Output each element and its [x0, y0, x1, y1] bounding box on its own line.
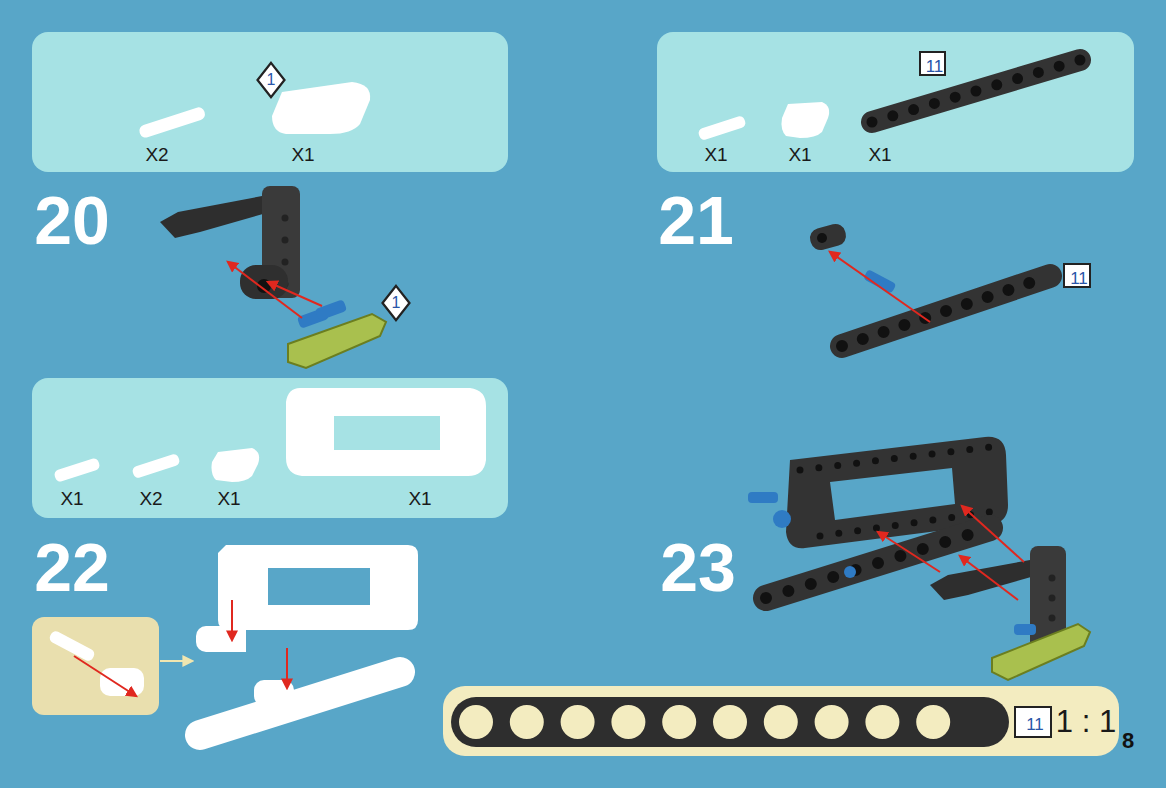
pin-silhouette: [131, 453, 180, 479]
holes: [1049, 578, 1056, 640]
step-21-model: [808, 222, 1050, 346]
quantity: X1: [868, 145, 891, 164]
beam-holes: [842, 276, 1050, 346]
connector: [240, 265, 288, 299]
blue-pin: [1014, 624, 1036, 635]
connector: [808, 222, 848, 253]
green-panel: [992, 624, 1090, 680]
assembly-arrow: [962, 506, 1024, 562]
frame-holes: [800, 447, 990, 470]
callout-number: 11: [1070, 269, 1088, 286]
frame-silhouette: [218, 545, 418, 630]
connector-silhouette: [224, 630, 246, 652]
quantity: X1: [291, 145, 314, 164]
blue-pin-end: [773, 510, 791, 528]
beam-11: [872, 60, 1080, 122]
frame-silhouette: [286, 388, 486, 476]
callout-number: 11: [1026, 716, 1044, 733]
callout-number: 11: [926, 57, 944, 74]
quantity: X1: [217, 489, 240, 508]
step-20-model: [160, 186, 386, 368]
parts-silhouettes: [32, 32, 508, 172]
parts-panel: X1 X2 X1 X1: [32, 378, 508, 518]
quantity: X2: [139, 489, 162, 508]
assembly-arrow: [878, 532, 940, 572]
blue-pin: [844, 566, 856, 578]
inset-pointer: [160, 660, 192, 662]
assembly-arrow: [74, 656, 136, 696]
pin-silhouette: [138, 106, 207, 139]
panel-silhouette: [272, 82, 370, 134]
quantity: X1: [788, 145, 811, 164]
scale-band: 1 : 1 11: [443, 686, 1119, 756]
callout-number: 1: [267, 72, 276, 88]
length-box: 11: [919, 51, 946, 76]
assembly-arrow: [286, 648, 288, 688]
beam-11: [842, 276, 1050, 346]
connector-silhouette: [782, 102, 830, 138]
pin-silhouette: [48, 629, 96, 662]
step-number: 20: [34, 186, 110, 254]
blue-pin: [315, 299, 347, 321]
quantity: X2: [145, 145, 168, 164]
beam-holes: [872, 60, 1080, 122]
quantity: X1: [60, 489, 83, 508]
parts-panel: X2 X1 1: [32, 32, 508, 172]
assembly-arrow: [268, 282, 322, 306]
callout-number: 1: [392, 295, 401, 311]
assembly-arrow: [960, 556, 1018, 600]
hole: [817, 233, 827, 243]
sub-step-inset: [32, 617, 159, 715]
parts-silhouettes: [657, 32, 1134, 172]
blue-pin: [863, 269, 896, 294]
assembly-arrow: [231, 600, 233, 640]
ruler-holes: [476, 705, 984, 739]
ruler-beam: [476, 697, 984, 747]
parts-panel: X1 X1 X1 11: [657, 32, 1134, 172]
step-23-model: [748, 437, 1090, 680]
parts-silhouettes: [32, 378, 508, 518]
step-number: 22: [34, 533, 110, 601]
callout-diamond: 1: [381, 284, 411, 322]
scale-text: 1 : 1: [1056, 706, 1116, 737]
page-number: 8: [1122, 730, 1134, 752]
diamond-shape: [258, 63, 285, 97]
pin-silhouette: [53, 457, 100, 483]
wing-part: [160, 196, 270, 238]
connector-silhouette: [100, 668, 144, 696]
assembly-arrow: [830, 252, 930, 322]
assembly-arrow: [228, 262, 302, 318]
pin-silhouette: [697, 115, 746, 141]
quantity: X1: [408, 489, 431, 508]
blue-pin: [748, 492, 778, 503]
step-number: 21: [658, 186, 734, 254]
beam-silhouette: [200, 672, 400, 735]
length-box: 11: [1063, 263, 1091, 288]
connector-silhouette: [212, 448, 260, 482]
length-box: 11: [1014, 706, 1052, 738]
diamond-shape: [383, 286, 410, 320]
callout-diamond: 1: [256, 61, 286, 99]
step-number: 23: [660, 533, 736, 601]
quantity: X1: [704, 145, 727, 164]
wing-part: [930, 560, 1038, 600]
